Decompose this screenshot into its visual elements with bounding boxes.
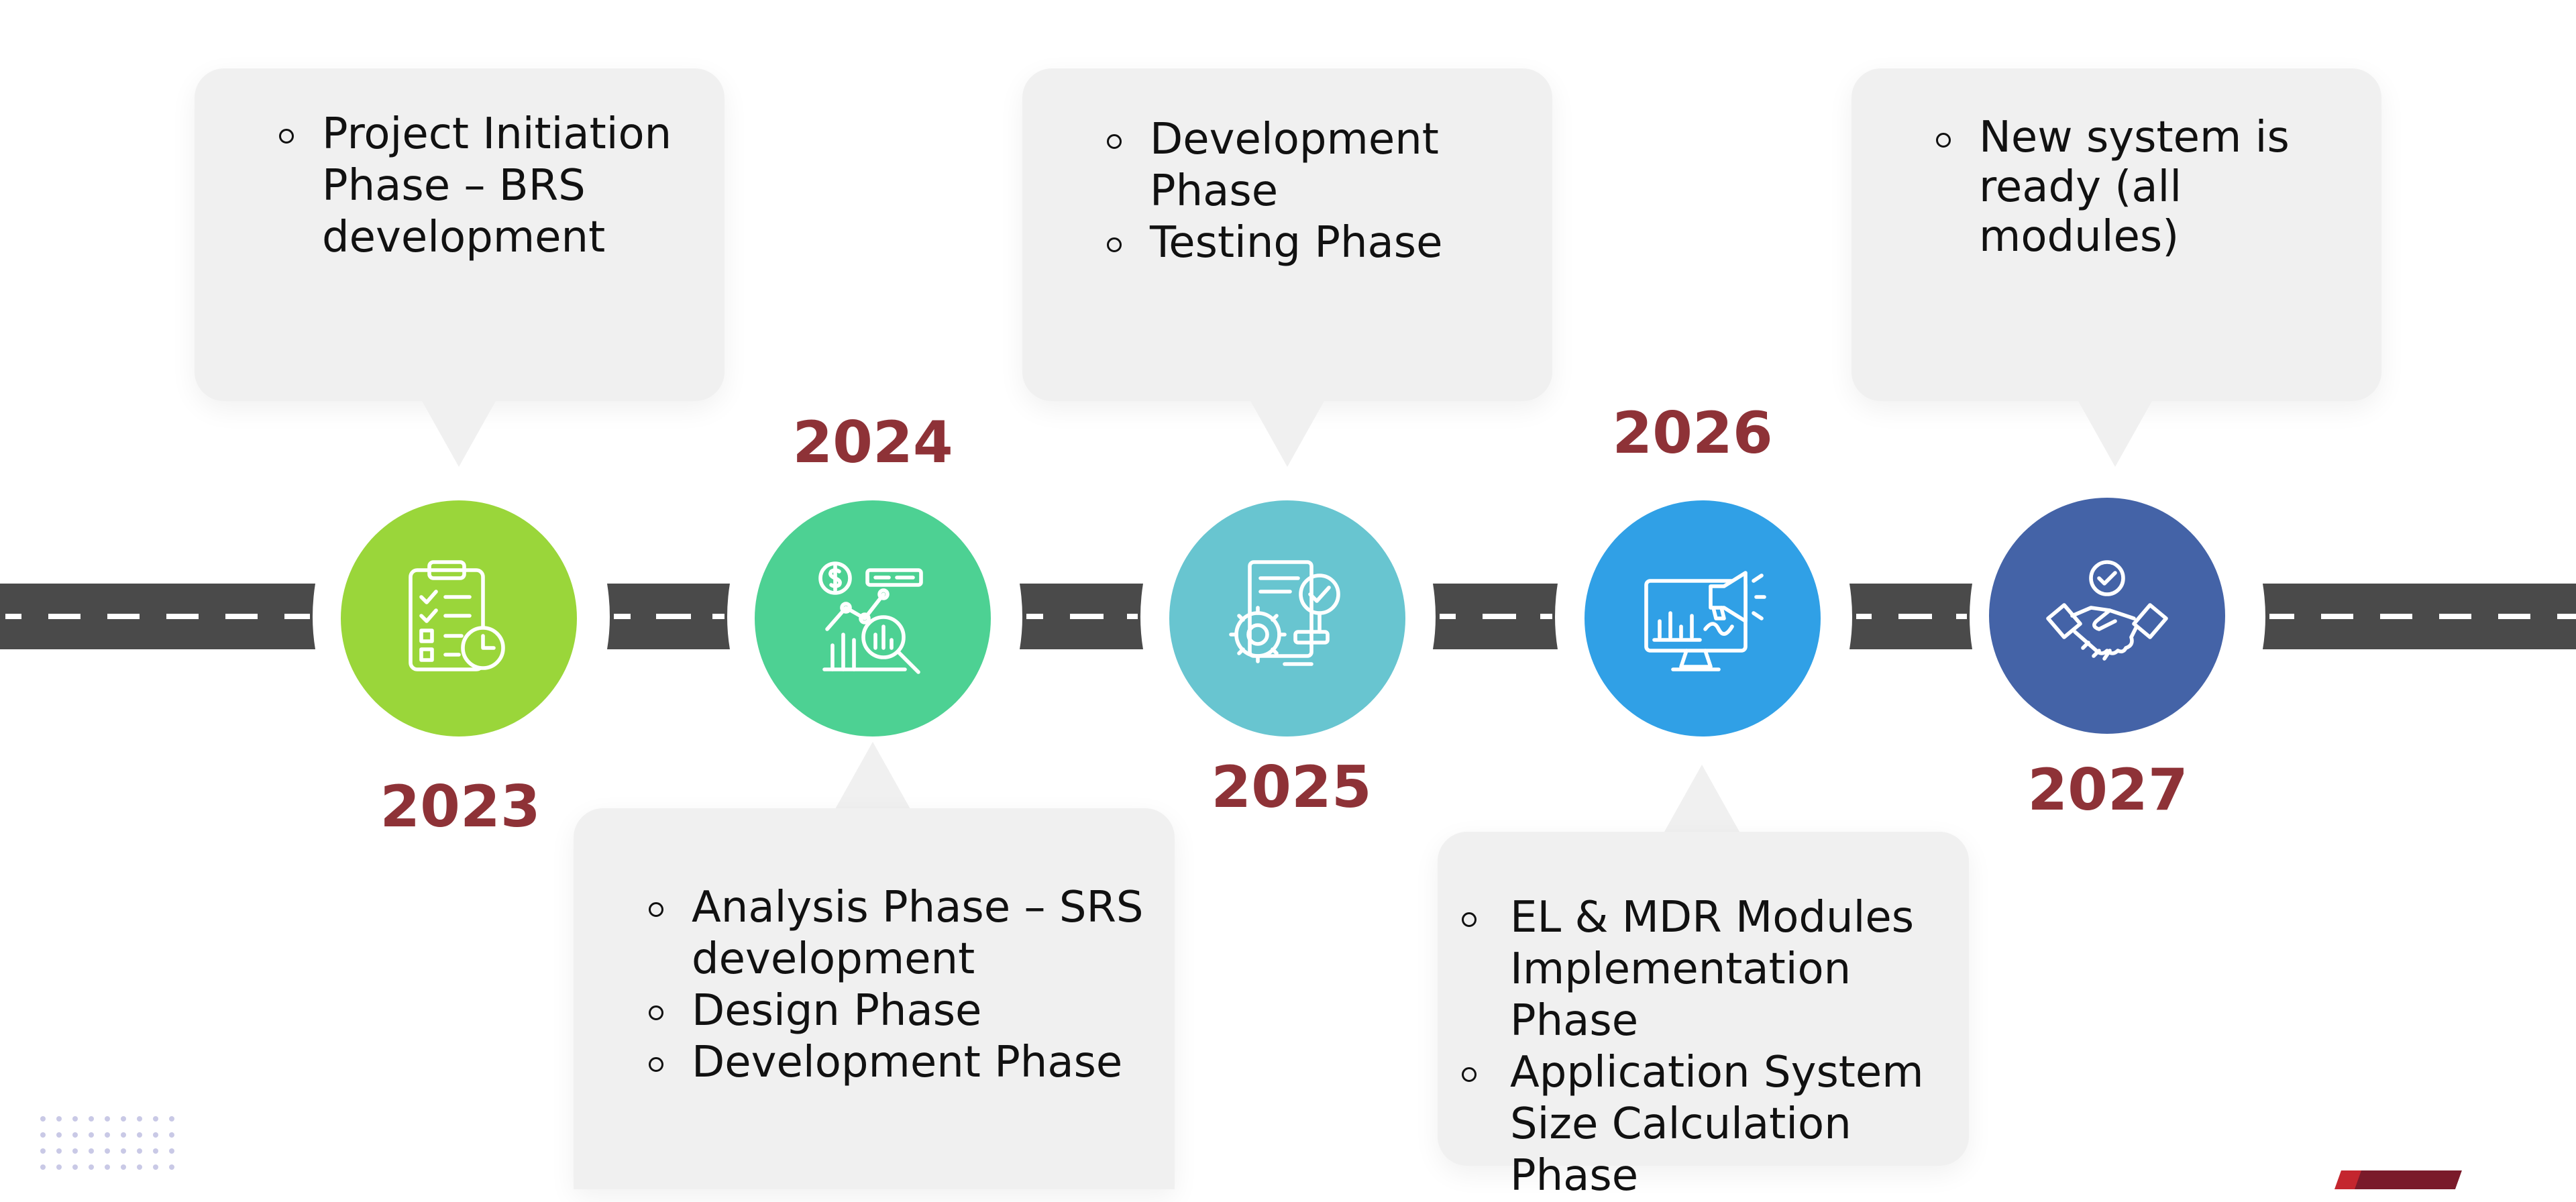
phase-list: EL & MDR Modules Implementation Phase Ap… [1438,892,1969,1202]
phase-item: EL & MDR Modules Implementation Phase [1438,892,1969,1047]
phase-item: Development Phase [604,1037,1168,1089]
monitor-chart-megaphone-icon [1644,571,1766,671]
bullet-circle-icon [649,1005,663,1020]
callout-2027: New system is ready (all modules) [1851,68,2381,401]
callout-pointer [835,742,910,809]
corner-accent-shape [2334,1170,2509,1189]
phase-item: Application System Size Calculation Phas… [1438,1047,1969,1202]
checklist-clock-icon [409,560,505,671]
year-label-2024: 2024 [792,409,953,476]
callout-2026: EL & MDR Modules Implementation Phase Ap… [1438,832,1969,1201]
callout-2024: Analysis Phase – SRS development Design … [574,808,1175,1189]
bullet-circle-icon [1462,912,1477,927]
phase-item: Analysis Phase – SRS development [604,882,1168,985]
financial-analysis-icon [818,561,923,674]
callout-pointer [2078,400,2153,467]
decorative-dot-grid [40,1116,174,1170]
bullet-circle-icon [649,902,663,917]
callout-pointer [1250,400,1325,467]
callout-2025: Development Phase Testing Phase [1022,68,1552,401]
phase-item: Testing Phase [1063,217,1546,269]
phase-list: Project Initiation Phase – BRS developme… [235,109,704,264]
phase-list: Development Phase Testing Phase [1063,114,1546,269]
bullet-circle-icon [1107,134,1122,149]
milestone-2023-circle [341,500,577,736]
year-label-2027: 2027 [2027,757,2188,824]
bullet-circle-icon [279,129,294,144]
phase-item: Project Initiation Phase – BRS developme… [235,109,704,264]
phase-list: New system is ready (all modules) [1892,113,2375,262]
year-label-2025: 2025 [1211,754,1372,821]
bullet-circle-icon [1936,133,1951,148]
road-segment [0,584,315,649]
bullet-circle-icon [1462,1067,1477,1082]
callout-pointer [1664,765,1739,832]
year-label-2026: 2026 [1612,400,1773,467]
handshake-check-icon [2046,560,2168,661]
year-label-2023: 2023 [380,773,541,840]
document-gear-check-icon [1229,560,1340,666]
milestone-2026-circle [1585,500,1821,736]
bullet-circle-icon [649,1057,663,1072]
phase-list: Analysis Phase – SRS development Design … [604,882,1168,1089]
phase-item: New system is ready (all modules) [1892,113,2375,262]
callout-pointer [421,400,496,467]
callout-2023: Project Initiation Phase – BRS developme… [195,68,724,401]
milestone-2024-circle [755,500,991,736]
road-segment [2263,584,2576,649]
milestone-2027-circle [1989,498,2225,734]
milestone-2025-circle [1169,500,1405,736]
phase-item: Design Phase [604,985,1168,1037]
bullet-circle-icon [1107,237,1122,252]
phase-item: Development Phase [1063,114,1546,217]
